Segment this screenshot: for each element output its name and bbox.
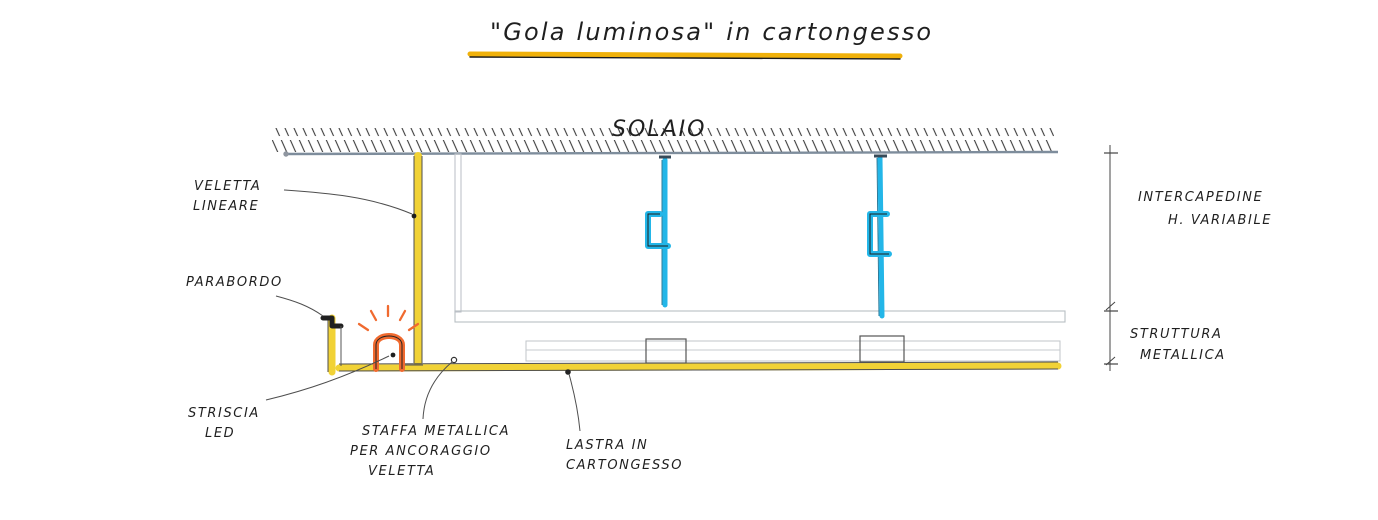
led-label-line1: STRISCIA [188, 406, 260, 421]
led-ray-4 [398, 309, 407, 322]
structure [320, 152, 1066, 376]
struttura-label-line1: STRUTTURA [1130, 327, 1222, 342]
metal-box-right [859, 335, 905, 363]
hanger-right-rod-edge [876, 157, 880, 317]
lastra-label-line1: LASTRA IN [566, 438, 648, 453]
drywall-bottom-edge [338, 361, 1059, 365]
led-group [357, 304, 420, 372]
veletta-label-line2: LINEARE [193, 199, 259, 214]
dimension-tick-cross-2 [1105, 356, 1116, 366]
staffa-label-line2: PER ANCORAGGIO [350, 444, 492, 459]
led-rays [357, 304, 420, 332]
led-label-line2: LED [205, 426, 235, 441]
intercapedine-label-line1: INTERCAPEDINE [1138, 190, 1263, 205]
hanger-right-bracket-dark [869, 213, 889, 255]
staffa-screw [450, 356, 458, 364]
metal-box-left [645, 338, 687, 364]
led-strip-outline [375, 335, 403, 369]
parabordo-profile [320, 315, 344, 329]
hanger-right-rod [877, 155, 885, 319]
led-leader [265, 355, 390, 401]
title-underline-shadow [469, 56, 901, 60]
drywall-bottom-panel [335, 362, 1062, 372]
diagram-title: "Gola luminosa" in cartongesso [490, 18, 933, 46]
drywall-bottom-edge-2 [338, 368, 1059, 372]
ceiling-label: SOLAIO [612, 117, 706, 142]
drywall-screw [565, 369, 571, 375]
struttura-label-line2: METALLICA [1140, 348, 1226, 363]
dimension-tick-cross-1 [1105, 301, 1116, 311]
title-underline [467, 51, 903, 59]
veletta-label-line1: VELETTA [194, 179, 261, 194]
led-ray-2 [369, 309, 378, 322]
ceiling-left-endpoint [283, 151, 289, 157]
veletta-leader [283, 189, 413, 215]
led-ray-5 [407, 322, 420, 332]
ceiling-hatch [272, 128, 1054, 152]
ceiling-bottom-line [285, 150, 1059, 156]
led-center-dot [390, 352, 396, 358]
metal-grid-band [525, 340, 1061, 362]
hanger-left-bracket-dark [647, 213, 668, 247]
annotation-labels: VELETTA LINEARE PARABORDO STRISCIA LED S… [186, 179, 1272, 479]
staffa-label-line1: STAFFA METALLICA [362, 424, 510, 439]
inner-cavity-outline [454, 153, 462, 313]
veletta-leader-dot [411, 213, 417, 219]
dimension-lines [1104, 145, 1118, 371]
title-group: "Gola luminosa" in cartongesso [467, 18, 933, 60]
lastra-label-line2: CARTONGESSO [566, 458, 683, 473]
intercapedine-label-line2: H. VARIABILE [1168, 213, 1272, 228]
parabordo-leader [275, 295, 324, 317]
led-ray-1 [357, 322, 370, 332]
staffa-leader [422, 361, 453, 420]
ceiling-slab: SOLAIO [272, 117, 1059, 157]
lastra-leader [568, 373, 581, 432]
staffa-label-line3: VELETTA [368, 464, 435, 479]
parabordo-label: PARABORDO [186, 275, 283, 290]
inner-horizontal-band [454, 310, 1066, 323]
